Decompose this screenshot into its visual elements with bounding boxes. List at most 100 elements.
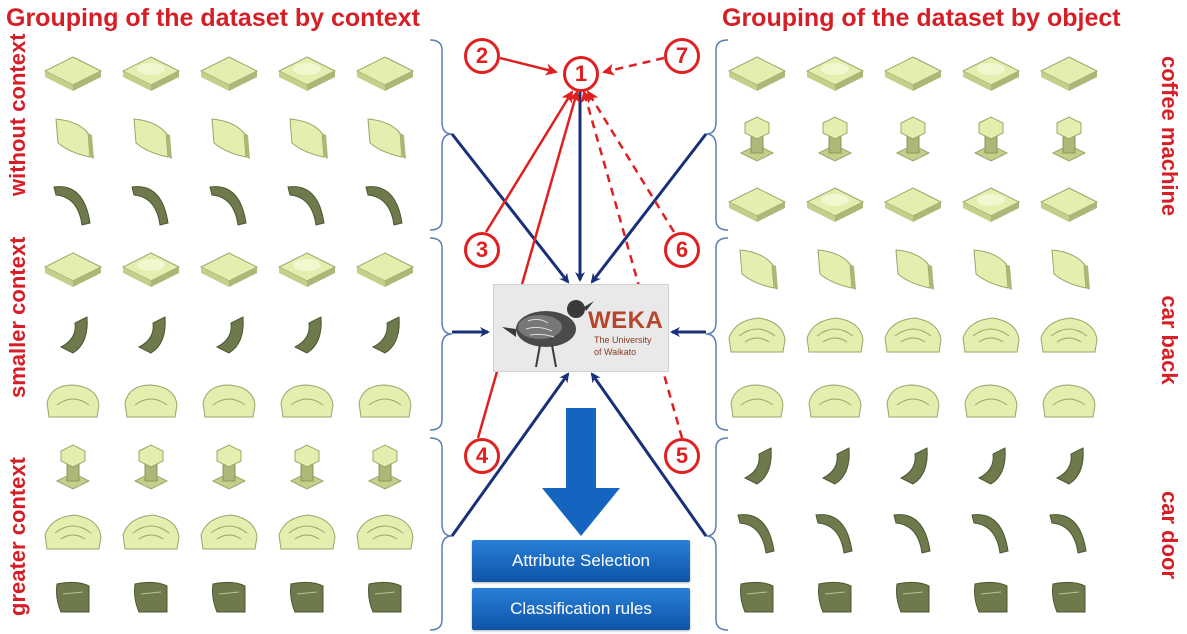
right-shape-tile-light-1-1 — [718, 40, 796, 106]
left-shape-door-dark-9-2 — [112, 564, 190, 630]
left-shape-tile-light-4-5 — [346, 237, 424, 303]
right-shape-car-light-5-4 — [952, 302, 1030, 368]
right-bracket-2 — [705, 237, 729, 431]
red-arrow-3-to-1 — [484, 90, 574, 233]
right-shape-knob-light-2-5 — [1030, 106, 1108, 172]
right-shape-claw-dark-7-2 — [796, 433, 874, 499]
right-shape-claw-dark-7-3 — [874, 433, 952, 499]
right-shape-door-dark-9-3 — [874, 564, 952, 630]
red-arrow-2-to-1 — [499, 56, 558, 76]
number-circle-6: 6 — [664, 232, 700, 268]
number-circle-4: 4 — [464, 438, 500, 474]
right-shape-knob-light-2-2 — [796, 106, 874, 172]
red-arrow-6-to-1 — [586, 90, 676, 233]
weka-subtitle-line1: The University — [594, 335, 652, 345]
left-shape-shell-light-6-1 — [34, 368, 112, 434]
attribute-selection-button[interactable]: Attribute Selection — [472, 540, 690, 582]
right-shape-panel-light-4-5 — [1030, 237, 1108, 303]
right-shape-claw-dark-7-1 — [718, 433, 796, 499]
left-shape-panel-light-2-4 — [268, 106, 346, 172]
red-arrow-7-to-1 — [602, 56, 665, 76]
left-shape-knob-light-7-3 — [190, 433, 268, 499]
navy-arrow-right-top — [590, 133, 708, 284]
left-shape-knob-light-7-4 — [268, 433, 346, 499]
right-shape-tile-light-3-1 — [718, 171, 796, 237]
right-shape-door-dark-9-5 — [1030, 564, 1108, 630]
right-shape-tile-light-1-2 — [796, 40, 874, 106]
right-shape-hook-dark-8-4 — [952, 499, 1030, 565]
left-shape-claw-dark-5-2 — [112, 302, 190, 368]
number-circle-3: 3 — [464, 232, 500, 268]
right-shape-shell-light-6-2 — [796, 368, 874, 434]
left-shape-hook-dark-3-2 — [112, 171, 190, 237]
right-shape-door-dark-9-4 — [952, 564, 1030, 630]
left-shape-tile-light-1-2 — [112, 40, 190, 106]
right-shape-shell-light-6-4 — [952, 368, 1030, 434]
red-arrow-4-to-1 — [476, 90, 581, 439]
right-shape-tile-light-1-4 — [952, 40, 1030, 106]
right-shape-panel-light-4-1 — [718, 237, 796, 303]
left-shape-tile-light-4-3 — [190, 237, 268, 303]
right-shape-hook-dark-8-5 — [1030, 499, 1108, 565]
left-shape-shell-light-6-5 — [346, 368, 424, 434]
right-shape-car-light-5-2 — [796, 302, 874, 368]
left-shape-panel-light-2-5 — [346, 106, 424, 172]
right-shape-knob-light-2-3 — [874, 106, 952, 172]
left-shape-car-light-8-5 — [346, 499, 424, 565]
left-shape-tile-light-1-1 — [34, 40, 112, 106]
left-title: Grouping of the dataset by context — [6, 4, 420, 32]
left-shape-door-dark-9-4 — [268, 564, 346, 630]
left-shape-car-light-8-4 — [268, 499, 346, 565]
left-shape-knob-light-7-1 — [34, 433, 112, 499]
right-shape-tile-light-3-4 — [952, 171, 1030, 237]
left-shape-hook-dark-3-4 — [268, 171, 346, 237]
weka-subtitle-line2: of Waikato — [594, 347, 637, 357]
left-shape-panel-light-2-3 — [190, 106, 268, 172]
left-shape-tile-light-4-1 — [34, 237, 112, 303]
right-shape-claw-dark-7-4 — [952, 433, 1030, 499]
weka-wordmark: WEKA — [588, 307, 664, 334]
right-shape-panel-light-4-4 — [952, 237, 1030, 303]
left-shape-door-dark-9-5 — [346, 564, 424, 630]
left-shape-grid — [34, 40, 424, 630]
left-shape-panel-light-2-2 — [112, 106, 190, 172]
right-shape-hook-dark-8-1 — [718, 499, 796, 565]
left-shape-shell-light-6-4 — [268, 368, 346, 434]
right-shape-knob-light-2-4 — [952, 106, 1030, 172]
right-shape-car-light-5-5 — [1030, 302, 1108, 368]
navy-arrow-right-bottom — [590, 372, 708, 537]
left-shape-car-light-8-1 — [34, 499, 112, 565]
right-bracket-1 — [705, 39, 729, 231]
right-shape-shell-light-6-5 — [1030, 368, 1108, 434]
left-shape-shell-light-6-3 — [190, 368, 268, 434]
classification-rules-button[interactable]: Classification rules — [472, 588, 690, 630]
left-shape-claw-dark-5-4 — [268, 302, 346, 368]
number-circle-7: 7 — [664, 38, 700, 74]
right-shape-tile-light-1-5 — [1030, 40, 1108, 106]
left-shape-tile-light-1-3 — [190, 40, 268, 106]
right-shape-tile-light-3-2 — [796, 171, 874, 237]
left-shape-hook-dark-3-5 — [346, 171, 424, 237]
left-bracket-2 — [429, 237, 453, 431]
right-shape-hook-dark-8-2 — [796, 499, 874, 565]
big-down-arrow — [542, 408, 620, 536]
navy-arrow-left-top — [450, 133, 570, 284]
right-bracket-3 — [705, 437, 729, 631]
left-shape-shell-light-6-2 — [112, 368, 190, 434]
weka-bird-icon — [502, 300, 594, 368]
right-shape-claw-dark-7-5 — [1030, 433, 1108, 499]
right-shape-tile-light-1-3 — [874, 40, 952, 106]
right-shape-tile-light-3-5 — [1030, 171, 1108, 237]
left-shape-hook-dark-3-3 — [190, 171, 268, 237]
left-shape-claw-dark-5-3 — [190, 302, 268, 368]
right-shape-grid — [718, 40, 1108, 630]
left-shape-door-dark-9-1 — [34, 564, 112, 630]
right-title: Grouping of the dataset by object — [722, 4, 1121, 32]
left-shape-tile-light-4-4 — [268, 237, 346, 303]
left-shape-claw-dark-5-5 — [346, 302, 424, 368]
left-shape-tile-light-1-5 — [346, 40, 424, 106]
right-shape-hook-dark-8-3 — [874, 499, 952, 565]
number-circle-5: 5 — [664, 438, 700, 474]
red-arrow-5-to-1 — [580, 90, 684, 439]
